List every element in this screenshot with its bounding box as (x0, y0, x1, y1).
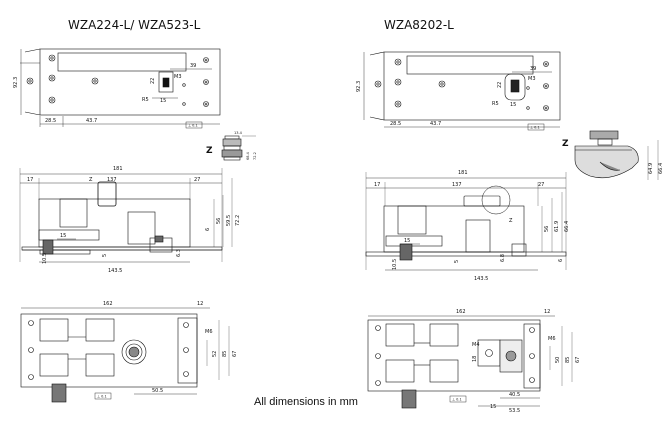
dim-22: 22 (497, 82, 503, 88)
dim-m6: M6 (548, 336, 556, 342)
dim-6: 6 (205, 228, 211, 231)
dim-6: 6 (558, 259, 564, 262)
right-top-outline (383, 51, 561, 121)
dim-28-5: 28.5 (390, 121, 401, 127)
dim-143-5: 143.5 (108, 268, 122, 274)
dim-5: 5 (102, 254, 108, 257)
detail-dim-2: 66.4 (658, 163, 664, 174)
right-front-view: 181 17 137 27 Z 15 10.5 5 143.5 6.8 6 56… (365, 170, 570, 282)
dim-85: 85 (222, 351, 228, 357)
left-detail-z: Z 13.4 68.4 72.2 (206, 131, 257, 161)
dim-85: 85 (565, 357, 571, 363)
dim-12: 12 (197, 301, 203, 307)
dim-66-4: 66.4 (564, 221, 570, 232)
dim-m3: M3 (174, 74, 182, 80)
right-diagram-title: WZA8202-L (384, 18, 454, 32)
dim-15: 15 (160, 98, 166, 104)
dim-15: 15 (490, 404, 496, 410)
dim-162: 162 (103, 301, 113, 307)
right-top-view: 92.3 28.5 43.7 39 M3 22 R5 15 ⊥ 0.1 (356, 51, 561, 131)
dim-92-3: 92.3 (356, 81, 362, 92)
dim-50-5: 50.5 (152, 388, 163, 394)
right-bottom-flange (477, 339, 501, 367)
right-top-connector (504, 73, 526, 101)
dim-6-8: 6.8 (500, 254, 506, 262)
front-detail-z-marker: Z (509, 218, 513, 224)
dim-r5: R5 (492, 101, 499, 107)
flatness-tolerance: ⊥ 0.1 (188, 124, 198, 128)
dim-143-5: 143.5 (474, 276, 488, 282)
dim-181: 181 (113, 166, 123, 172)
dim-15: 15 (404, 238, 410, 244)
dim-67: 67 (575, 357, 581, 363)
dim-52: 52 (212, 351, 218, 357)
load-cell-hub (121, 339, 147, 365)
dim-92-3: 92.3 (13, 77, 19, 88)
dim-162: 162 (456, 309, 466, 315)
dim-27: 27 (194, 177, 200, 183)
flatness-tolerance: ⊥ 0.1 (530, 126, 540, 130)
right-bottom-view: 162 12 M4 18 M6 50 85 67 40.5 15 53.5 ⊥ … (367, 309, 581, 414)
dim-r5: R5 (142, 97, 149, 103)
dim-61-9: 61.9 (554, 221, 560, 232)
dim-43-7: 43.7 (86, 118, 97, 124)
left-bottom-view: 162 12 M6 52 85 67 50.5 ⊥ 0.1 (20, 301, 238, 403)
dim-181: 181 (458, 170, 468, 176)
dim-39: 39 (530, 66, 536, 72)
dim-6-3: 6.3 (176, 249, 182, 257)
dim-17: 17 (27, 177, 33, 183)
dim-22: 22 (150, 78, 156, 84)
left-top-view: 92.3 28.5 43.7 39 M3 22 R5 15 ⊥ 0.1 (13, 48, 221, 129)
flatness-tolerance: ⊥ 0.1 (452, 398, 462, 402)
dim-15: 15 (510, 102, 516, 108)
dim-53-5: 53.5 (509, 408, 520, 414)
dim-137: 137 (452, 182, 462, 188)
dim-28-5: 28.5 (45, 118, 56, 124)
dim-43-7: 43.7 (430, 121, 441, 127)
dim-27: 27 (538, 182, 544, 188)
mount-hole (48, 54, 56, 62)
dim-12: 12 (544, 309, 550, 315)
dim-10-5: 10.5 (392, 259, 398, 270)
left-top-connector (158, 71, 174, 93)
left-top-label-plate (57, 52, 187, 72)
dim-m4: M4 (472, 342, 480, 348)
detail-dim-1: 13.4 (234, 131, 243, 135)
dim-15: 15 (60, 233, 66, 239)
dim-10-5: 10.5 (42, 253, 48, 264)
dim-40-5: 40.5 (509, 392, 520, 398)
dim-137: 137 (107, 177, 117, 183)
right-front-base (365, 251, 567, 257)
dim-56: 56 (216, 218, 222, 224)
dim-5: 5 (454, 260, 460, 263)
flatness-tolerance: ⊥ 0.1 (97, 395, 107, 399)
dim-72-2: 72.2 (235, 215, 241, 226)
dim-m6: M6 (205, 329, 213, 335)
detail-dim-2: 68.4 (246, 151, 250, 160)
detail-dim-3: 72.2 (253, 152, 257, 160)
dimension-unit-note: All dimensions in mm (254, 396, 358, 408)
dim-59-5: 59.5 (226, 215, 232, 226)
detail-z-label: Z (206, 146, 213, 156)
detail-z-label: Z (562, 139, 569, 149)
dim-50: 50 (555, 357, 561, 363)
dim-18: 18 (472, 356, 478, 362)
left-top-outline (39, 48, 221, 116)
detail-dim-1: 64.9 (648, 163, 654, 174)
dim-67: 67 (232, 351, 238, 357)
right-detail-z: Z 64.9 66.4 (562, 130, 664, 180)
left-diagram-title: WZA224-L/ WZA523-L (68, 18, 201, 32)
left-front-view: 181 17 137 27 Z 15 10.5 5 143.5 6.3 6 56… (19, 166, 241, 274)
front-detail-z-marker: Z (89, 177, 93, 183)
dim-17: 17 (374, 182, 380, 188)
dim-39: 39 (190, 63, 196, 69)
dim-m3: M3 (528, 76, 536, 82)
dim-56: 56 (544, 226, 550, 232)
